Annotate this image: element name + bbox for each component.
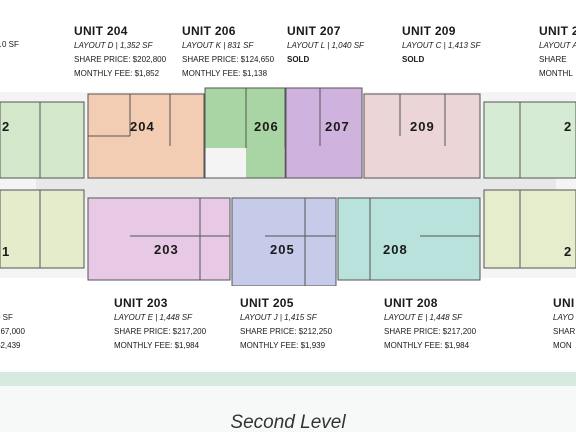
unit-sold-badge: SOLD bbox=[402, 55, 425, 64]
unit-plan-208 bbox=[338, 198, 480, 280]
unit-info-208: UNIT 208 LAYOUT E | 1,448 SF SHARE PRICE… bbox=[384, 296, 476, 353]
plan-label-right-bottom: 2 bbox=[564, 244, 572, 259]
plan-label-right-top: 2 bbox=[564, 119, 572, 134]
plan-label-207: 207 bbox=[325, 119, 350, 134]
unit-layout: LAYOUT K | 831 SF bbox=[182, 41, 254, 50]
unit-plan-205 bbox=[232, 198, 336, 286]
unit-title: UNIT 204 bbox=[74, 24, 128, 38]
unit-layout: LAYOUT E | 1,448 SF bbox=[114, 313, 192, 322]
unit-monthly-fee: MONTHLY FEE: $1,138 bbox=[182, 69, 268, 78]
unit-info-209: UNIT 209 LAYOUT C | 1,413 SF SOLD bbox=[402, 24, 480, 67]
plan-label-208: 208 bbox=[383, 242, 408, 257]
unit-layout: LAYOUT C | 1,413 SF bbox=[402, 41, 481, 50]
unit-plan-right-bottom bbox=[484, 190, 576, 268]
unit-plan-209 bbox=[364, 94, 480, 178]
unit-plan-207 bbox=[286, 88, 362, 178]
plan-label-206: 206 bbox=[254, 119, 279, 134]
unit-title: UNIT 205 bbox=[240, 296, 294, 310]
unit-layout: LAYOUT J | 1,415 SF bbox=[240, 313, 317, 322]
unit-layout: LAYOUT D | 1,352 SF bbox=[74, 41, 153, 50]
unit-info-203: UNIT 203 LAYOUT E | 1,448 SF SHARE PRICE… bbox=[114, 296, 206, 353]
unit-plan-left-bottom bbox=[0, 190, 84, 268]
plan-label-205: 205 bbox=[270, 242, 295, 257]
unit-monthly-fee: MONTHLY FEE: $1,939 bbox=[240, 341, 326, 350]
unit-layout: LAYOUT L | 1,040 SF bbox=[287, 41, 364, 50]
unit-info-line: 267,000 bbox=[0, 327, 25, 336]
wall-lines bbox=[0, 87, 576, 286]
unit-monthly-fee: MON bbox=[553, 341, 572, 350]
unit-title: UNIT 2 bbox=[539, 24, 576, 38]
unit-monthly-fee: MONTHL bbox=[539, 69, 573, 78]
unit-info-left-bottom: 0 SF 267,000 $2,439 bbox=[0, 311, 25, 353]
unit-share-price: SHAR bbox=[553, 327, 576, 336]
unit-share-price: SHARE PRICE: $217,200 bbox=[384, 327, 477, 336]
floor-plan: 204 206 207 209 203 205 208 2 1 2 2 bbox=[0, 87, 576, 286]
footer-band bbox=[0, 372, 576, 386]
plan-label-left-bottom: 1 bbox=[2, 244, 10, 259]
unit-share-price: SHARE PRICE: $212,250 bbox=[240, 327, 333, 336]
unit-monthly-fee: MONTHLY FEE: $1,984 bbox=[384, 341, 470, 350]
unit-info-206: UNIT 206 LAYOUT K | 831 SF SHARE PRICE: … bbox=[182, 24, 274, 81]
footer-background bbox=[0, 386, 576, 432]
unit-plan-203 bbox=[88, 198, 230, 280]
unit-share-price: SHARE PRICE: $202,800 bbox=[74, 55, 167, 64]
level-title: Second Level bbox=[230, 412, 346, 433]
unit-monthly-fee: MONTHLY FEE: $1,984 bbox=[114, 341, 200, 350]
unit-info-205: UNIT 205 LAYOUT J | 1,415 SF SHARE PRICE… bbox=[240, 296, 332, 353]
unit-layout: LAYOUT A bbox=[539, 41, 576, 50]
unit-info-left-top: …0 SF bbox=[0, 38, 19, 52]
unit-info-line: …0 SF bbox=[0, 40, 19, 49]
unit-share-price: SHARE bbox=[539, 55, 567, 64]
unit-layout: LAYO bbox=[553, 313, 574, 322]
unit-info-207: UNIT 207 LAYOUT L | 1,040 SF SOLD bbox=[287, 24, 364, 67]
unit-sold-badge: SOLD bbox=[287, 55, 310, 64]
unit-title: UNIT 208 bbox=[384, 296, 438, 310]
unit-info-right-bottom: UNI LAYO SHAR MON bbox=[553, 296, 576, 353]
unit-title: UNIT 207 bbox=[287, 24, 341, 38]
unit-monthly-fee: MONTHLY FEE: $1,852 bbox=[74, 69, 160, 78]
corridor bbox=[36, 178, 556, 198]
unit-title: UNIT 209 bbox=[402, 24, 456, 38]
unit-plan-left-top bbox=[0, 102, 84, 178]
plan-label-209: 209 bbox=[410, 119, 435, 134]
unit-share-price: SHARE PRICE: $124,650 bbox=[182, 55, 275, 64]
unit-title: UNIT 206 bbox=[182, 24, 236, 38]
plan-label-203: 203 bbox=[154, 242, 179, 257]
unit-info-right-top: UNIT 2 LAYOUT A SHARE MONTHL bbox=[539, 24, 576, 81]
unit-title: UNI bbox=[553, 296, 575, 310]
unit-title: UNIT 203 bbox=[114, 296, 168, 310]
unit-info-line: 0 SF bbox=[0, 313, 13, 322]
plan-label-left-top: 2 bbox=[2, 119, 10, 134]
unit-info-line: $2,439 bbox=[0, 341, 21, 350]
unit-plan-206-lower bbox=[246, 126, 284, 178]
unit-layout: LAYOUT E | 1,448 SF bbox=[384, 313, 462, 322]
unit-plan-right-top bbox=[484, 102, 576, 178]
unit-info-204: UNIT 204 LAYOUT D | 1,352 SF SHARE PRICE… bbox=[74, 24, 166, 81]
plan-label-204: 204 bbox=[130, 119, 155, 134]
unit-share-price: SHARE PRICE: $217,200 bbox=[114, 327, 207, 336]
